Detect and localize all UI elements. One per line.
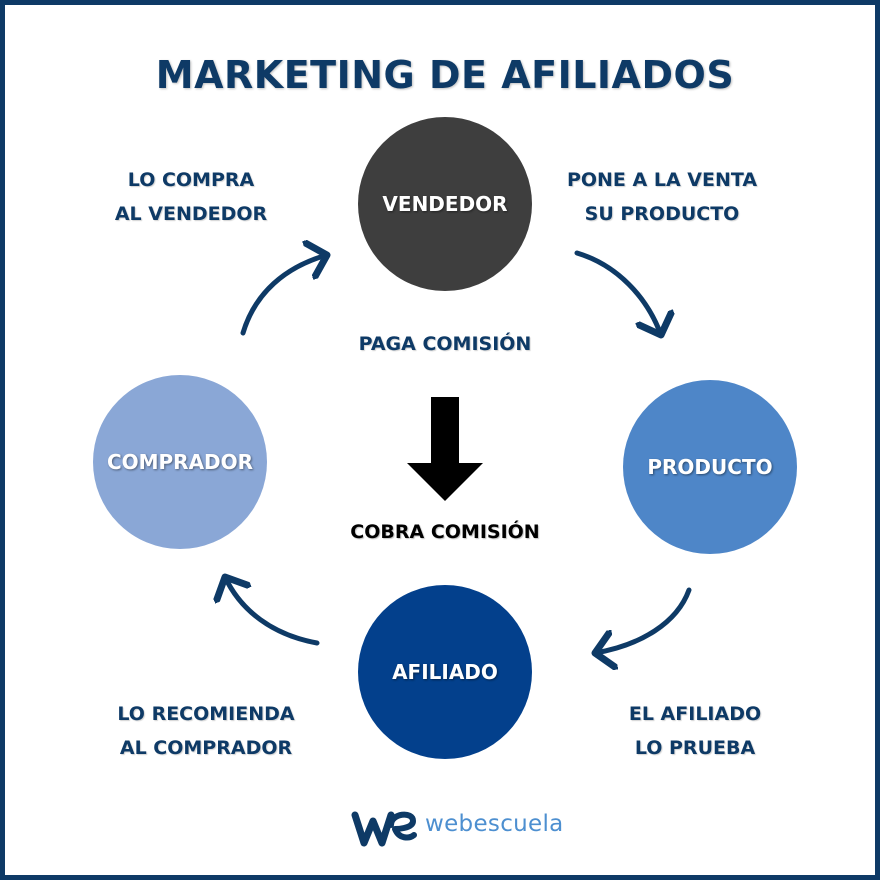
node-comprador-label: COMPRADOR: [106, 450, 254, 474]
label-paga-comision: PAGA COMISIÓN: [358, 333, 532, 355]
flow-arrows: [5, 5, 692, 885]
label-line: SU PRODUCTO: [584, 203, 740, 225]
label-line: AL COMPRADOR: [119, 737, 293, 759]
node-comprador: COMPRADOR: [93, 375, 267, 549]
node-producto-label: PRODUCTO: [647, 455, 773, 479]
node-afiliado: AFILIADO: [358, 585, 532, 759]
label-line: PONE A LA VENTA: [566, 169, 758, 191]
arrow-comprador-to-vendedor: [240, 255, 327, 336]
label-lo-compra: LO COMPRA AL VENDEDOR: [93, 163, 289, 231]
page-title: MARKETING DE AFILIADOS: [155, 53, 735, 97]
label-line: LO PRUEBA: [634, 737, 756, 759]
node-afiliado-label: AFILIADO: [392, 660, 498, 684]
node-producto: PRODUCTO: [623, 380, 797, 554]
label-line: EL AFILIADO: [628, 703, 762, 725]
arrow-vendedor-to-producto: [574, 250, 661, 335]
node-vendedor: VENDEDOR: [358, 117, 532, 291]
down-arrow-icon: [407, 397, 483, 501]
webescuela-logo[interactable]: webescuela: [351, 801, 571, 851]
label-line: LO COMPRA: [127, 169, 255, 191]
arrow-producto-to-afiliado: [595, 587, 692, 653]
arrow-afiliado-to-comprador: [225, 577, 320, 646]
logo-text: webescuela: [425, 811, 564, 837]
label-line: LO RECOMIENDA: [117, 703, 295, 725]
node-vendedor-label: VENDEDOR: [382, 192, 508, 216]
label-el-afiliado-lo-prueba: EL AFILIADO LO PRUEBA: [595, 697, 795, 765]
label-cobra-comision: COBRA COMISIÓN: [350, 521, 540, 543]
label-line: AL VENDEDOR: [114, 203, 268, 225]
label-pone-a-la-venta: PONE A LA VENTA SU PRODUCTO: [539, 163, 785, 231]
label-lo-recomienda: LO RECOMIENDA AL COMPRADOR: [93, 697, 319, 765]
we-logo-icon: [351, 811, 417, 847]
